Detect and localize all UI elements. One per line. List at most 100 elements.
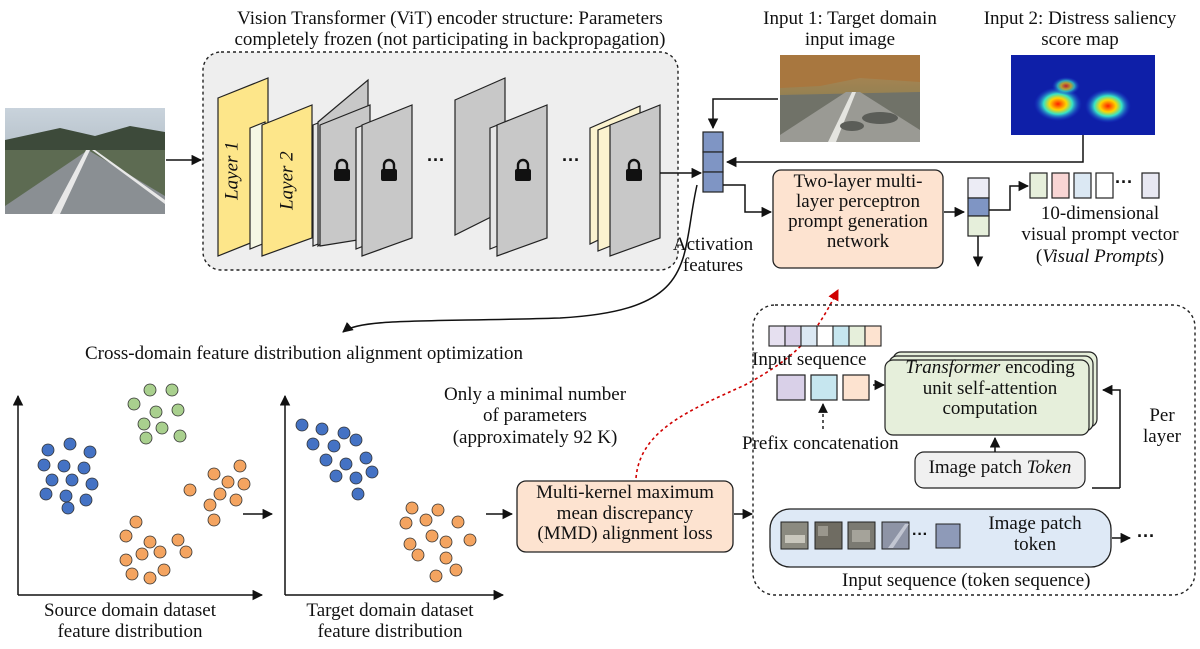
feature-dot — [203, 498, 217, 512]
feature-dot — [295, 418, 309, 432]
patch-ellipsis: ··· — [912, 526, 928, 543]
feature-dot — [63, 437, 77, 451]
target-plot-axes — [279, 394, 505, 601]
encoder-title: Vision Transformer (ViT) encoder structu… — [234, 8, 666, 51]
per-layer-loop-arrow — [1101, 384, 1121, 488]
feature-dot — [57, 459, 71, 473]
feature-dot — [327, 439, 341, 453]
lock-icon — [381, 158, 397, 181]
feature-dot — [83, 445, 97, 459]
transformer-box — [884, 359, 1090, 436]
layer1-label: Layer 1 — [221, 141, 243, 200]
transformer-label: Transformer encoding unit self-attention… — [905, 357, 1075, 420]
target-dots — [295, 418, 477, 583]
feature-dot — [119, 553, 133, 567]
feature-dot — [183, 483, 197, 497]
feature-dot — [429, 569, 443, 583]
layer-ellipsis: ··· — [562, 150, 580, 170]
after-sequence-ellipsis: ··· — [1137, 526, 1155, 546]
feature-dot — [171, 533, 185, 547]
source-dots — [37, 383, 251, 585]
source-caption: Source domain dataset feature distributi… — [43, 600, 216, 642]
feature-dot — [79, 493, 93, 507]
feature-dot — [411, 548, 425, 562]
input2-arrow — [725, 134, 1084, 168]
feature-dot — [143, 571, 157, 585]
prompt-vector-label: 10-dimensional visual prompt vector (Vis… — [1021, 203, 1179, 267]
feature-dot — [41, 443, 55, 457]
feature-dot — [135, 547, 149, 561]
input2-label: Input 2: Distress saliency score map — [983, 8, 1177, 51]
feature-dot — [306, 437, 320, 451]
feature-dot — [207, 513, 221, 527]
feature-dot — [237, 477, 251, 491]
prompt-ellipsis: ··· — [1115, 172, 1133, 192]
activation-vector — [702, 131, 724, 193]
source-plot-axes — [12, 394, 264, 601]
feature-dot — [399, 516, 413, 530]
feature-dot — [221, 475, 235, 489]
road-image — [5, 108, 165, 214]
input-sequence-row — [768, 325, 882, 347]
saliency-map — [1011, 55, 1155, 135]
feature-dot — [329, 469, 343, 483]
input1-arrow — [707, 98, 778, 130]
feature-dot — [337, 426, 351, 440]
feature-dot — [61, 501, 75, 515]
visual-prompt-row — [1029, 172, 1160, 199]
feature-dot — [359, 451, 373, 465]
feature-dot — [125, 567, 139, 581]
feature-dot — [155, 421, 169, 435]
patch-token-label: Image patch token — [988, 513, 1082, 556]
feature-dot — [213, 487, 227, 501]
feature-dot — [349, 471, 363, 485]
feature-dot — [139, 431, 153, 445]
alignment-title: Cross-domain feature distribution alignm… — [85, 343, 523, 364]
feature-dot — [37, 458, 51, 472]
mlp-box — [772, 169, 944, 269]
lock-icon — [334, 158, 350, 181]
gradient-feedback-arrow — [635, 289, 839, 479]
target-caption: Target domain dataset feature distributi… — [306, 600, 474, 642]
feature-dot — [171, 403, 185, 417]
frozen-layer-4 — [589, 104, 661, 257]
feature-dot — [119, 529, 133, 543]
feature-dot — [431, 503, 445, 517]
feature-dot — [127, 397, 141, 411]
feature-dot — [365, 465, 379, 479]
mmd-box — [516, 480, 734, 553]
feature-dot — [149, 405, 163, 419]
feature-dot — [77, 461, 91, 475]
feature-dot — [439, 551, 453, 565]
feature-dot — [129, 515, 143, 529]
feature-dot — [425, 529, 439, 543]
feature-dot — [463, 533, 477, 547]
feature-dot — [233, 459, 247, 473]
feature-dot — [319, 453, 333, 467]
transformer-frame — [752, 304, 1196, 596]
vector-to-mlp-arrow — [723, 184, 773, 218]
patch-thumbnails — [780, 521, 961, 550]
feature-dot — [173, 429, 187, 443]
per-layer-label: Per layer — [1143, 405, 1181, 448]
layer-ellipsis: ··· — [427, 150, 445, 170]
mlp-label: Two-layer multi- layer perceptron prompt… — [788, 171, 928, 253]
lock-icon — [626, 158, 642, 181]
feature-dot — [179, 545, 193, 559]
feature-dot — [153, 545, 167, 559]
params-label: Only a minimal number of parameters (app… — [443, 384, 627, 448]
feature-dot — [157, 563, 171, 577]
feature-dot — [349, 433, 363, 447]
feature-dot — [45, 473, 59, 487]
feature-dot — [339, 457, 353, 471]
feature-dot — [137, 417, 151, 431]
feature-dot — [65, 473, 79, 487]
prefix-concat-label: Prefix concatenation — [742, 433, 899, 454]
feature-dot — [59, 489, 73, 503]
activation-features-label: Activation features — [672, 234, 754, 277]
feature-dot — [39, 487, 53, 501]
patch-token-box — [914, 451, 1086, 489]
feature-dot — [405, 501, 419, 515]
feature-dot — [207, 467, 221, 481]
